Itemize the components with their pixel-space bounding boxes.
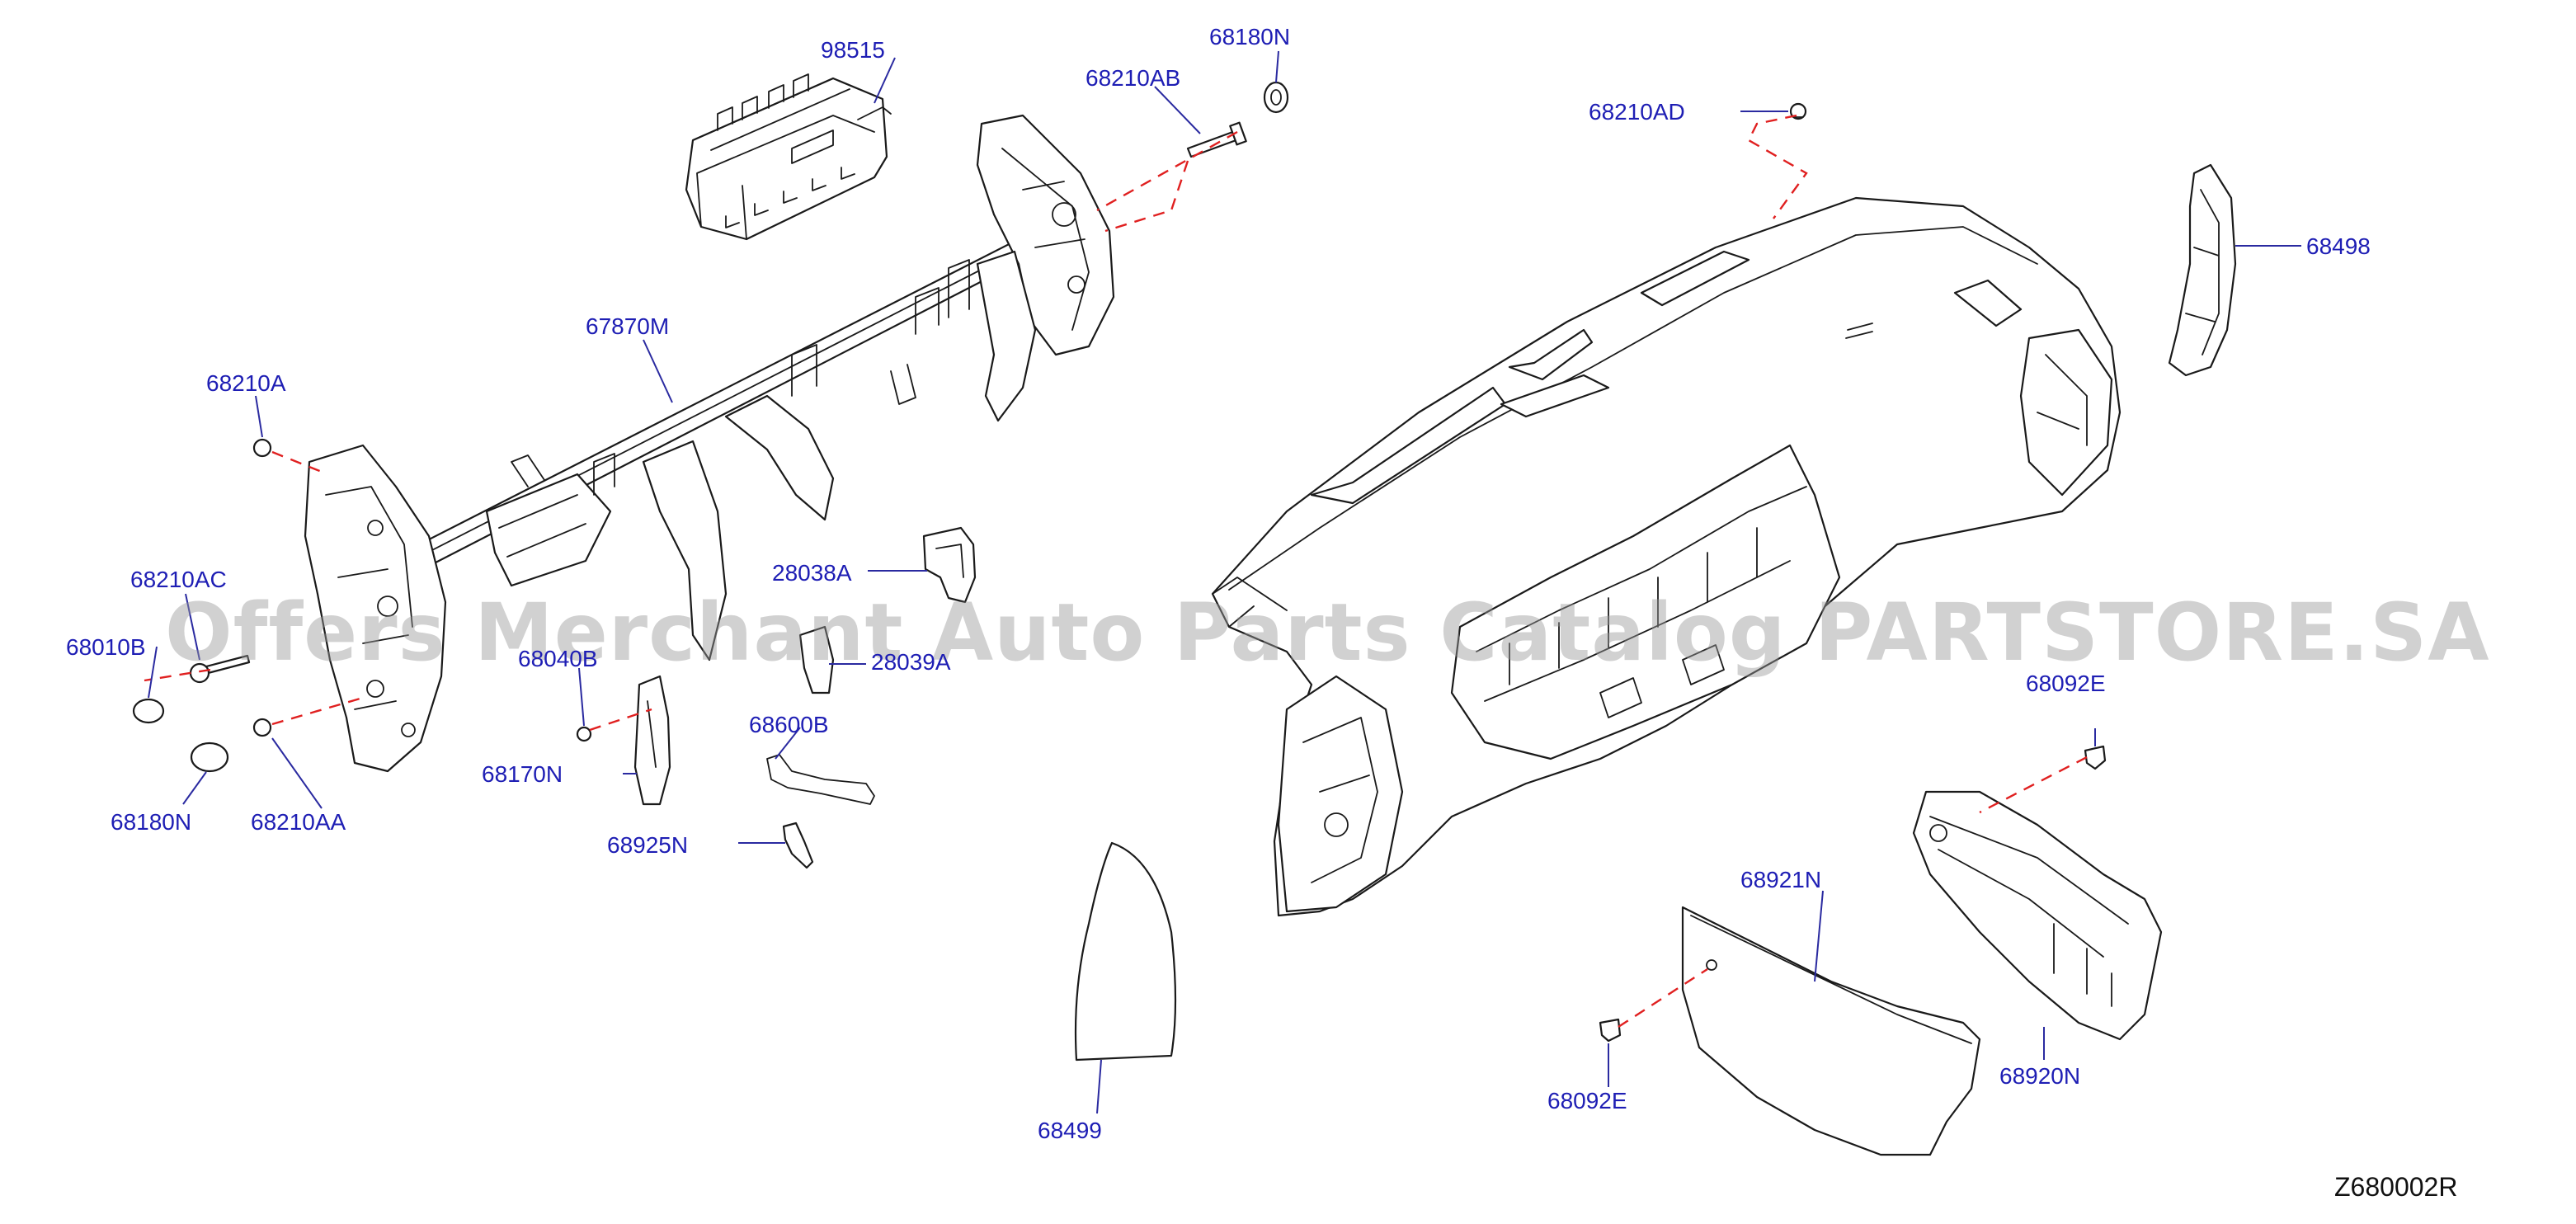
bracket-28039A[interactable]: [798, 625, 835, 694]
callout-68210A[interactable]: 68210A: [206, 370, 286, 396]
callout-68925N[interactable]: 68925N: [607, 832, 688, 858]
callout-68920N[interactable]: 68920N: [1999, 1063, 2080, 1089]
callout-labels: 98515 68180N 68210AB 68210AD 68498 67870…: [66, 24, 2371, 1143]
nut-68210AA[interactable]: [252, 718, 272, 737]
bracket-28038A[interactable]: [922, 526, 977, 604]
callout-68180N-top[interactable]: 68180N: [1209, 24, 1290, 49]
diagram-code: Z680002R: [2334, 1172, 2457, 1202]
clip-68180N-top[interactable]: [1263, 81, 1289, 114]
callout-28038A[interactable]: 28038A: [772, 560, 852, 586]
nut-68210A[interactable]: [252, 438, 272, 458]
callout-68210AA[interactable]: 68210AA: [251, 809, 346, 835]
cap-68010B[interactable]: [132, 698, 165, 724]
cap-68180N-bottom[interactable]: [190, 741, 229, 773]
nut-68040B[interactable]: [576, 726, 592, 742]
clip-68092E-right[interactable]: [2084, 745, 2107, 770]
callout-68210AB[interactable]: 68210AB: [1085, 65, 1180, 91]
bracket-68170N[interactable]: [633, 675, 671, 806]
callout-68499[interactable]: 68499: [1038, 1118, 1102, 1143]
callout-68092E-right[interactable]: 68092E: [2026, 671, 2106, 696]
bolt-68210AC[interactable]: [189, 654, 251, 684]
callout-68210AC[interactable]: 68210AC: [130, 567, 227, 592]
callout-68180N-bottom[interactable]: 68180N: [111, 809, 191, 835]
bolt-68210AB[interactable]: [1186, 121, 1247, 158]
bracket-68925N[interactable]: [782, 821, 814, 869]
callout-68040B[interactable]: 68040B: [518, 646, 598, 671]
steering-member-assembly[interactable]: [304, 114, 1115, 773]
clip-68092E-bottom[interactable]: [1599, 1018, 1622, 1043]
leader-lines: [148, 50, 2301, 1114]
lower-cover-68920N[interactable]: [1912, 790, 2163, 1041]
callout-28039A[interactable]: 28039A: [871, 649, 951, 675]
callout-68170N[interactable]: 68170N: [482, 761, 563, 787]
callout-68010B[interactable]: 68010B: [66, 634, 146, 660]
callout-68921N[interactable]: 68921N: [1740, 867, 1821, 892]
callout-68498[interactable]: 68498: [2306, 233, 2371, 259]
watermark-text: Offers Merchant Auto Parts Catalog PARTS…: [165, 586, 2490, 679]
instrument-panel-assembly[interactable]: [1211, 196, 2122, 917]
callout-68092E-bottom[interactable]: 68092E: [1547, 1088, 1627, 1113]
callout-67870M[interactable]: 67870M: [586, 313, 669, 339]
assembly-lines: [144, 114, 2088, 1029]
lower-cover-68921N[interactable]: [1681, 906, 1981, 1156]
bracket-68600B[interactable]: [766, 754, 875, 805]
callout-68210AD[interactable]: 68210AD: [1589, 99, 1685, 125]
side-finisher-left[interactable]: [1074, 841, 1177, 1062]
side-trim-right[interactable]: [2168, 163, 2237, 377]
passenger-airbag-module[interactable]: [685, 73, 892, 241]
callout-68600B[interactable]: 68600B: [749, 712, 829, 737]
callout-98515[interactable]: 98515: [821, 37, 885, 63]
